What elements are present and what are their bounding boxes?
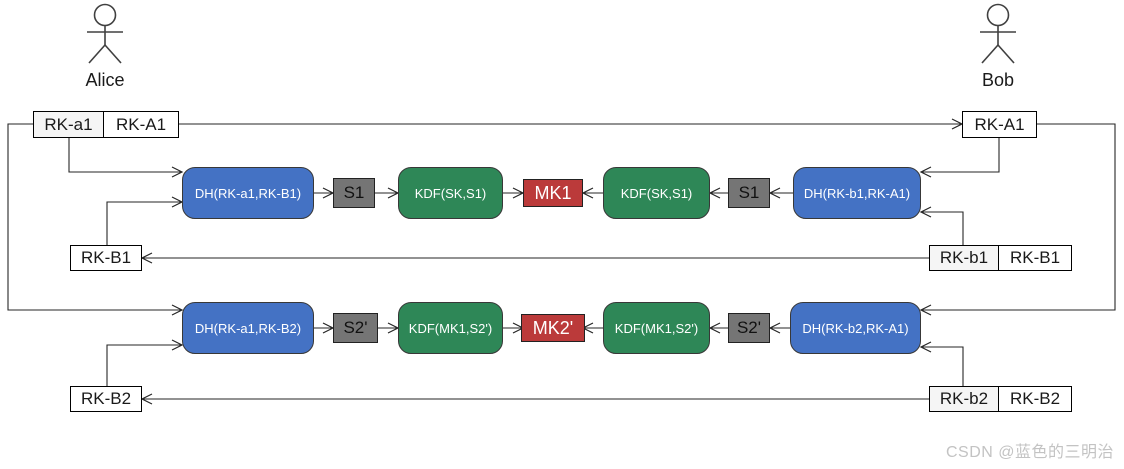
line-rkB2-to-dh2 [106,339,184,386]
bob-public-key-2: RK-B2 [999,387,1071,411]
kdf-box-alice-2: KDF(MK1,S2') [398,302,503,354]
alice-received-key-2: RK-B2 [70,386,142,412]
s2-box-right: S2' [728,313,770,343]
alice-received-key-1: RK-B1 [70,245,142,271]
dh-box-bob-1: DH(RK-b1,RK-A1) [793,167,921,219]
mk2-box: MK2' [521,314,585,342]
s2-box-left: S2' [333,313,378,343]
line-rkB1-to-dh1 [106,196,184,245]
line-rka1-to-dh1 [68,138,184,178]
kdf-box-bob-1: KDF(SK,S1) [603,167,710,219]
bob-key-pair-2: RK-b2 RK-B2 [929,386,1072,412]
line-bob-outer-loop [919,123,1116,316]
dh-box-alice-2: DH(RK-a1,RK-B2) [182,302,314,354]
line-bob-rka1-to-dh1 [919,138,1000,178]
alice-person-icon [87,3,123,64]
bob-label: Bob [981,70,1015,90]
s1-box-right: S1 [728,178,770,208]
alice-private-key-1: RK-a1 [34,112,104,137]
bob-received-key-1: RK-A1 [962,111,1037,138]
bob-person-icon [980,3,1016,64]
alice-public-key-1: RK-A1 [104,112,178,137]
bob-private-key-2: RK-b2 [930,387,999,411]
alice-label: Alice [85,70,125,90]
dh-box-bob-2: DH(RK-b2,RK-A1) [790,302,921,354]
alice-key-pair-1: RK-a1 RK-A1 [33,111,179,138]
dh-box-alice-1: DH(RK-a1,RK-B1) [182,167,314,219]
kdf-box-bob-2: KDF(MK1,S2') [603,302,710,354]
line-alice-outer-loop [7,123,184,316]
bob-public-key-1: RK-B1 [999,246,1071,270]
csdn-watermark: CSDN @蓝色的三明治 [945,444,1114,461]
line-rkb2-to-dh2 [919,341,964,386]
mk1-box: MK1 [523,179,583,207]
s1-box-left: S1 [333,178,375,208]
bob-private-key-1: RK-b1 [930,246,999,270]
kdf-box-alice-1: KDF(SK,S1) [398,167,503,219]
line-rkb1-to-dh1 [919,206,964,245]
bob-key-pair-1: RK-b1 RK-B1 [929,245,1072,271]
